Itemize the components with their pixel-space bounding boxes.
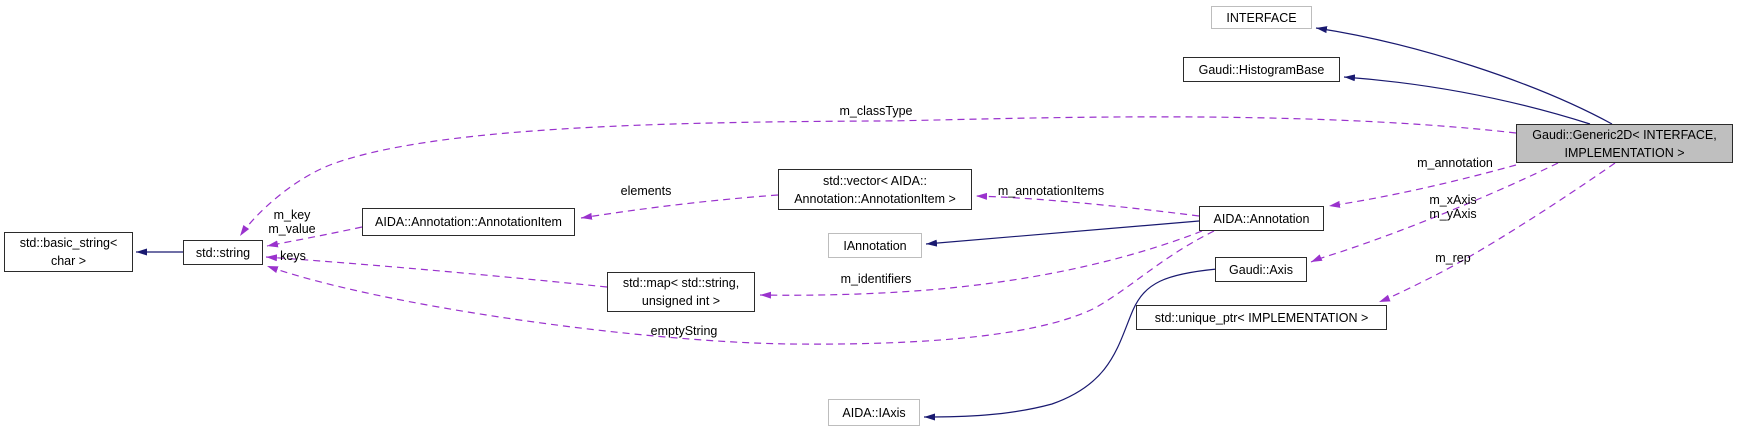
edge-label-m-key-value: m_key m_value — [268, 208, 316, 236]
node-std-map: std::map< std::string, unsigned int > — [607, 272, 755, 312]
edge-generic2d-to-interface — [1315, 26, 1613, 125]
node-gaudi-axis[interactable]: Gaudi::Axis — [1215, 257, 1307, 282]
node-unique-ptr-label: std::unique_ptr< IMPLEMENTATION > — [1154, 310, 1369, 325]
node-aida-iaxis-label: AIDA::IAxis — [842, 405, 906, 420]
node-histogram-base[interactable]: Gaudi::HistogramBase — [1183, 57, 1340, 82]
node-annotation-item-label: AIDA::Annotation::AnnotationItem — [375, 215, 562, 229]
edge-m-classtype — [239, 116, 1517, 237]
edge-label-emptystring: emptyString — [650, 324, 718, 338]
edge-emptystring — [266, 230, 1215, 345]
node-interface-label: INTERFACE — [1226, 10, 1297, 25]
edge-label-m-annotation: m_annotation — [1417, 156, 1493, 170]
node-unique-ptr: std::unique_ptr< IMPLEMENTATION > — [1136, 305, 1387, 330]
node-iannotation-label: IAnnotation — [843, 238, 907, 253]
edge-m-identifiers — [759, 230, 1203, 299]
edge-label-m-xaxis-yaxis: m_xAxis m_yAxis — [1429, 193, 1477, 221]
node-generic2d[interactable]: Gaudi::Generic2D< INTERFACE, IMPLEMENTAT… — [1516, 124, 1733, 163]
edge-label-keys: keys — [280, 249, 306, 263]
node-std-string-label: std::string — [195, 245, 251, 260]
edge-axis-to-iaxis — [923, 268, 1218, 421]
node-basic-string: std::basic_string< char > — [4, 232, 133, 272]
node-iannotation: IAnnotation — [828, 233, 922, 258]
node-interface: INTERFACE — [1211, 6, 1312, 29]
edge-generic2d-to-histogrambase — [1343, 74, 1591, 125]
node-vector-annotationitem: std::vector< AIDA:: Annotation::Annotati… — [778, 169, 972, 210]
edge-annotation-to-iannotation — [925, 220, 1200, 247]
edge-label-m-classtype: m_classType — [839, 104, 913, 118]
node-gaudi-axis-label: Gaudi::Axis — [1229, 262, 1293, 277]
node-std-map-label: std::map< std::string, unsigned int > — [622, 276, 740, 308]
node-basic-string-label: std::basic_string< char > — [19, 236, 118, 268]
node-aida-iaxis: AIDA::IAxis — [828, 399, 920, 426]
edge-keys — [265, 254, 608, 288]
edge-label-m-annotationitems: m_annotationItems — [997, 184, 1105, 198]
node-aida-annotation-label: AIDA::Annotation — [1213, 211, 1310, 226]
node-histogram-base-label: Gaudi::HistogramBase — [1198, 62, 1325, 77]
edge-m-xaxis-yaxis — [1310, 162, 1559, 263]
edge-m-rep — [1378, 162, 1616, 303]
edge-m-annotation — [1328, 164, 1517, 208]
edge-label-m-rep: m_rep — [1435, 251, 1471, 265]
node-aida-annotation[interactable]: AIDA::Annotation — [1199, 206, 1324, 231]
node-generic2d-label: Gaudi::Generic2D< INTERFACE, IMPLEMENTAT… — [1532, 127, 1717, 160]
edge-label-elements: elements — [620, 184, 672, 198]
node-vector-annotationitem-label: std::vector< AIDA:: Annotation::Annotati… — [794, 173, 956, 206]
node-annotation-item[interactable]: AIDA::Annotation::AnnotationItem — [362, 208, 575, 236]
node-std-string: std::string — [183, 240, 263, 265]
edge-m-annotationitems — [975, 192, 1200, 217]
edge-m-key-value — [266, 226, 363, 248]
edge-elements — [580, 194, 779, 220]
edge-label-m-identifiers: m_identifiers — [840, 272, 912, 286]
